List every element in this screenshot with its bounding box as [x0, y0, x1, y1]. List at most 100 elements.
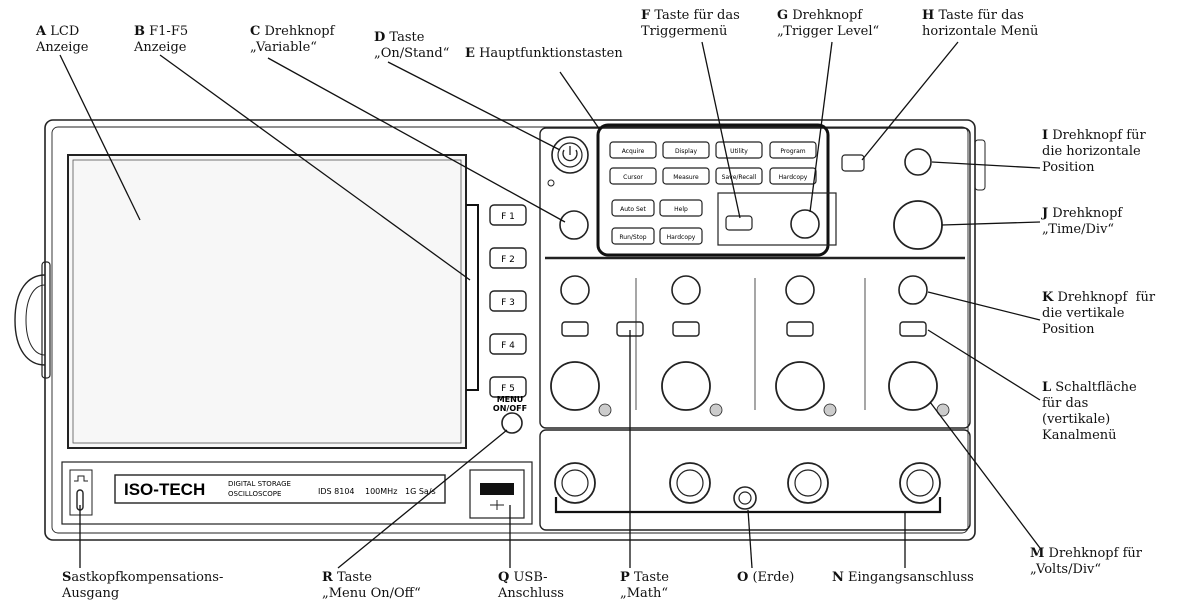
vertical-position-knob[interactable] — [672, 276, 700, 304]
time-div-knob[interactable] — [894, 201, 942, 249]
main-button-cursor[interactable]: Cursor — [610, 168, 656, 184]
input-connector-4 — [900, 463, 940, 503]
vertical-position-knob[interactable] — [561, 276, 589, 304]
f-key-label: F 3 — [501, 298, 515, 308]
menu-on-off-button[interactable]: MENU ON/OFF — [493, 395, 527, 433]
horizontal-menu-button[interactable] — [842, 155, 864, 171]
channel-menu-button[interactable] — [787, 322, 813, 336]
trigger-menu-button[interactable] — [726, 216, 752, 230]
leader-e — [560, 72, 600, 130]
channel-1 — [551, 276, 611, 416]
main-button-label: Utility — [730, 148, 748, 155]
f-key-label: F 5 — [501, 384, 515, 394]
variable-knob[interactable] — [560, 211, 588, 239]
main-button-program[interactable]: Program — [770, 142, 816, 158]
callout-s: Sastkopfkompensations-Ausgang — [62, 570, 223, 602]
leader-i — [932, 162, 1040, 168]
input-connector-2 — [670, 463, 710, 503]
callout-c: C Drehknopf„Variable“ — [250, 24, 334, 56]
model-label: IDS 8104 — [318, 487, 355, 496]
channel-menu-button[interactable] — [900, 322, 926, 336]
vertical-position-knob[interactable] — [786, 276, 814, 304]
f-key-4[interactable]: F 4 — [490, 334, 526, 354]
leader-f — [702, 42, 740, 218]
callout-m: M Drehknopf für„Volts/Div“ — [1030, 546, 1142, 578]
ground-terminal — [734, 487, 756, 509]
channel-3 — [776, 276, 836, 416]
vertical-position-knob[interactable] — [899, 276, 927, 304]
leader-d — [388, 62, 560, 150]
f-key-5[interactable]: F 5 — [490, 377, 526, 397]
channel-led — [599, 404, 611, 416]
callout-j: J Drehknopf„Time/Div“ — [1042, 206, 1122, 238]
main-button-label: Save/Recall — [722, 174, 757, 181]
input-connector-3 — [788, 463, 828, 503]
run-button-label: Auto Set — [620, 206, 646, 213]
callout-f: F Taste für dasTriggermenü — [641, 8, 740, 40]
callout-p: P Taste„Math“ — [620, 570, 669, 602]
lcd-display — [68, 155, 466, 448]
callout-a: A LCDAnzeige — [36, 24, 88, 56]
leader-o — [748, 510, 752, 568]
volts-div-knob[interactable] — [776, 362, 824, 410]
input-connector-1 — [555, 463, 595, 503]
leader-m — [930, 402, 1040, 548]
bandwidth-label: 100MHz — [365, 487, 397, 496]
main-button-measure[interactable]: Measure — [663, 168, 709, 184]
f-key-1[interactable]: F 1 — [490, 205, 526, 225]
channel-2 — [662, 276, 722, 416]
brand-name: ISO-TECH — [124, 480, 205, 499]
f-key-3[interactable]: F 3 — [490, 291, 526, 311]
main-function-buttons: Acquire Display Utility ProgramCursor Measur… — [610, 142, 816, 184]
channel-4 — [889, 276, 949, 416]
horizontal-section — [842, 149, 942, 249]
run-button-0[interactable]: Auto Set — [612, 200, 654, 216]
f-key-label: F 4 — [501, 341, 515, 351]
callout-e: E Hauptfunktionstasten — [465, 46, 623, 62]
run-button-2[interactable]: Run/Stop — [612, 228, 654, 244]
run-button-1[interactable]: Help — [660, 200, 702, 216]
volts-div-knob[interactable] — [662, 362, 710, 410]
usb-port — [480, 483, 514, 495]
callout-o: O (Erde) — [737, 570, 794, 586]
main-button-label: Acquire — [622, 148, 645, 155]
callout-g: G Drehknopf„Trigger Level“ — [777, 8, 879, 40]
f-key-2[interactable]: F 2 — [490, 248, 526, 268]
power-button[interactable] — [548, 137, 588, 186]
usb-icon — [490, 500, 504, 510]
f-key-label: F 2 — [501, 255, 515, 265]
run-button-3[interactable]: Hardcopy — [660, 228, 702, 244]
main-button-display[interactable]: Display — [663, 142, 709, 158]
callout-d: D Taste„On/Stand“ — [374, 30, 449, 62]
channel-menu-button[interactable] — [673, 322, 699, 336]
leader-j — [942, 222, 1040, 225]
leader-k — [928, 292, 1040, 320]
main-button-label: Display — [675, 148, 698, 155]
menu-label-1: MENU — [497, 395, 524, 404]
leader-h — [862, 42, 958, 160]
main-button-acquire[interactable]: Acquire — [610, 142, 656, 158]
channel-led — [824, 404, 836, 416]
f-key-bracket — [466, 205, 478, 390]
channel-led — [710, 404, 722, 416]
callout-l: L Schaltflächefür das(vertikale)Kanalmen… — [1042, 380, 1137, 444]
volts-div-knob[interactable] — [551, 362, 599, 410]
callout-q: Q USB-Anschluss — [498, 570, 564, 602]
main-button-utility[interactable]: Utility — [716, 142, 762, 158]
horizontal-position-knob[interactable] — [905, 149, 931, 175]
channel-menu-button[interactable] — [562, 322, 588, 336]
main-button-hardcopy[interactable]: Hardcopy — [770, 168, 816, 184]
trigger-level-knob[interactable] — [791, 210, 819, 238]
product-line-1: DIGITAL STORAGE — [228, 480, 291, 488]
product-line-2: OSCILLOSCOPE — [228, 490, 281, 498]
f-keys: F 1 F 2 F 3 F 4 F 5 — [490, 205, 526, 397]
main-button-save-recall[interactable]: Save/Recall — [716, 168, 762, 184]
main-button-label: Measure — [673, 174, 699, 181]
vertical-channels — [551, 276, 949, 416]
